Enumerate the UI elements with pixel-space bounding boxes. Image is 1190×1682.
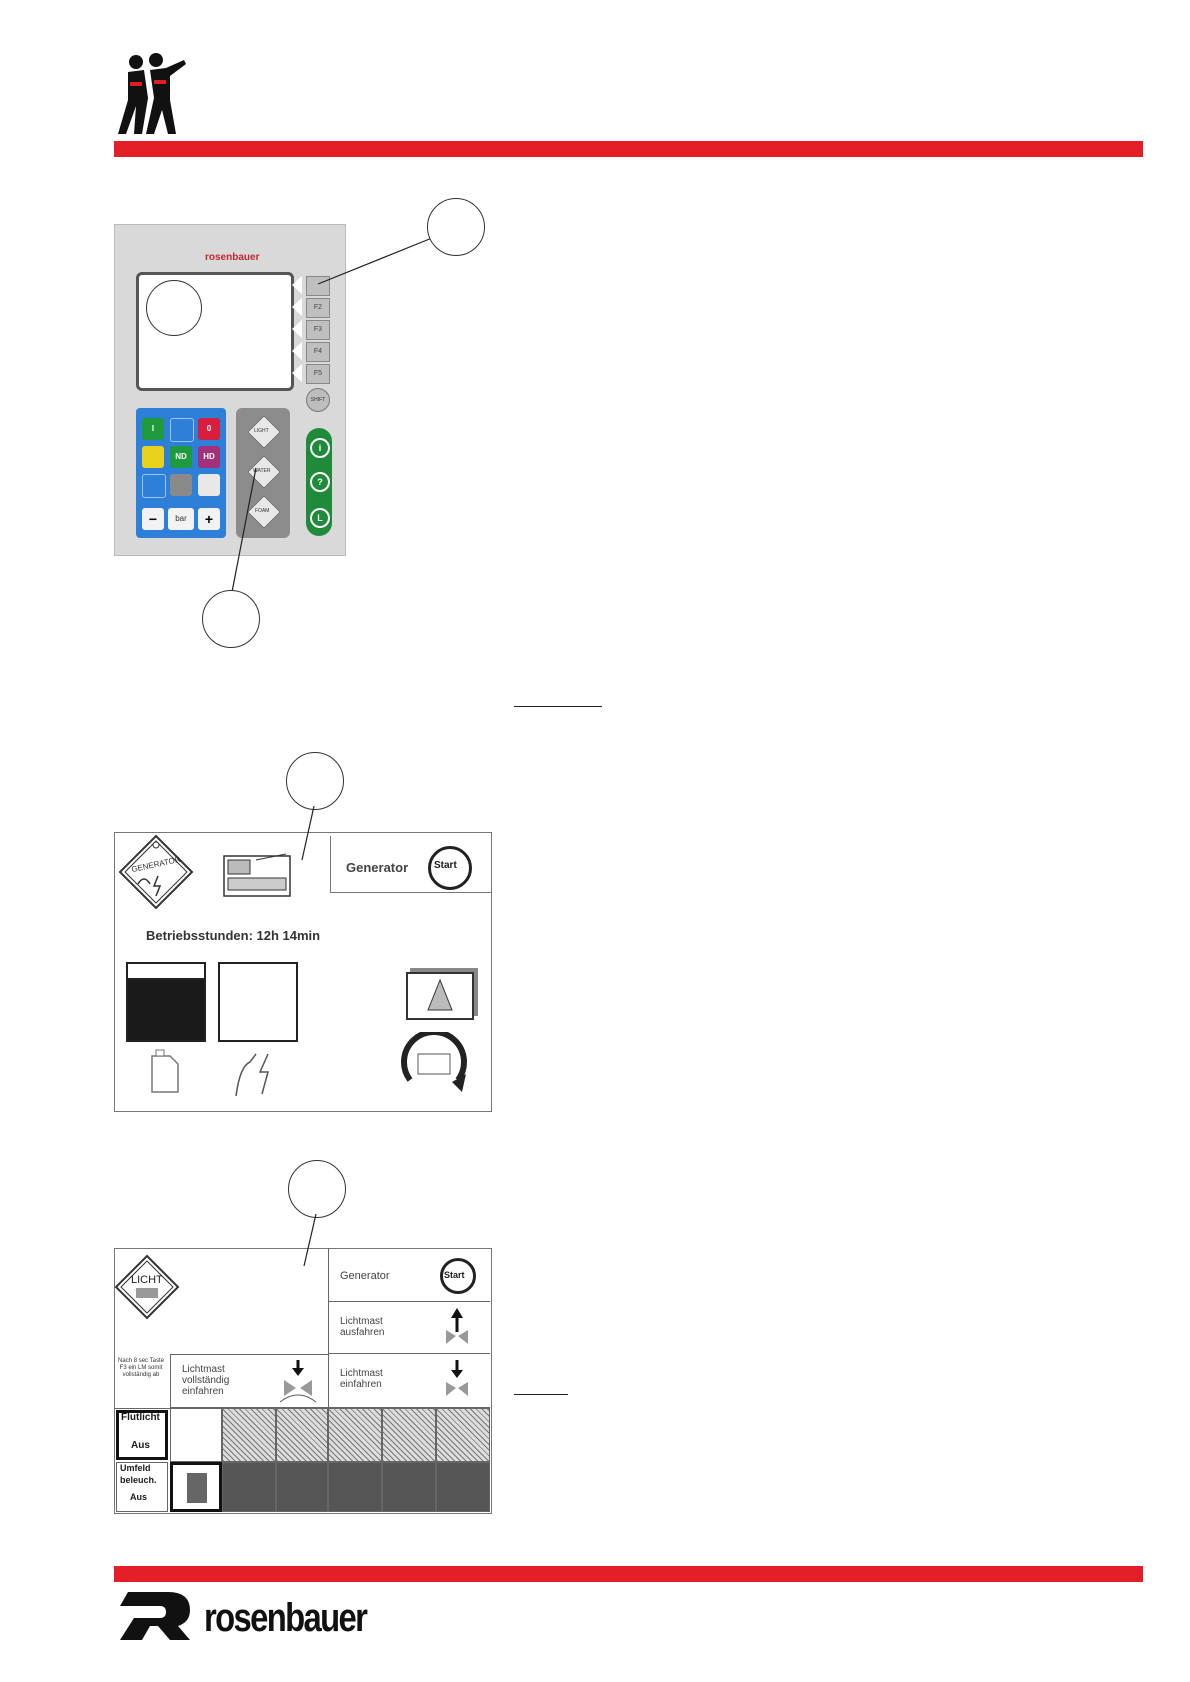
softkey-f5[interactable]: F5: [306, 364, 330, 384]
floodlight-label: Flutlicht: [121, 1412, 160, 1423]
ambient-option-4[interactable]: [328, 1462, 382, 1512]
mast-full-retract-button[interactable]: [170, 1354, 328, 1408]
floodlight-option-2[interactable]: [222, 1408, 276, 1462]
light-test-key[interactable]: L: [310, 508, 330, 528]
footer-red-bar: [114, 1566, 1143, 1582]
key-hand[interactable]: [170, 418, 194, 442]
separator-line-2: [514, 1394, 568, 1395]
softkey-f2[interactable]: F2: [306, 298, 330, 318]
callout-circle-keypad: [202, 590, 260, 648]
softkey-arrow-4: [292, 342, 302, 360]
start-icon[interactable]: [428, 846, 472, 890]
generator-row-label: Generator: [340, 1270, 390, 1282]
floodlight-off-button[interactable]: [116, 1410, 168, 1460]
mast-full-retract-icon: [276, 1358, 320, 1404]
floodlight-option-5[interactable]: [382, 1408, 436, 1462]
callout-circle-softkey: [427, 198, 485, 256]
ambient-light-state: Aus: [130, 1492, 148, 1502]
ambient-option-5[interactable]: [382, 1462, 436, 1512]
ambient-light-off-button[interactable]: [116, 1462, 168, 1512]
softkey-arrow-2: [292, 298, 302, 316]
generator-badge-icon: [118, 834, 194, 910]
key-blue[interactable]: [142, 474, 166, 498]
ambient-option-2[interactable]: [222, 1462, 276, 1512]
start-label: Start: [434, 860, 457, 871]
fuel-level-gauge: [126, 962, 206, 1042]
mast-up-arrow-icon: [440, 1306, 474, 1350]
mast-down-arrow-icon: [440, 1358, 474, 1402]
floodlight-option-6[interactable]: [436, 1408, 490, 1462]
operating-hours: Betriebsstunden: 12h 14min: [146, 928, 321, 943]
generator-row-action: Start: [444, 1270, 465, 1280]
floodlight-option-4[interactable]: [328, 1408, 382, 1462]
power-plug-icon: [232, 1048, 284, 1098]
generator-row[interactable]: [328, 1248, 490, 1302]
callout-circle-display: [146, 280, 202, 336]
water-key-label: WATER: [253, 468, 271, 474]
foam-key-label: FOAM: [255, 508, 270, 514]
ambient-option-1-lamp: [187, 1473, 207, 1503]
light-badge-label: LICHT: [131, 1274, 163, 1286]
floodlight-option-3[interactable]: [276, 1408, 328, 1462]
key-yellow[interactable]: [142, 446, 164, 468]
callout-circle-light-screen: [288, 1160, 346, 1218]
separator-line: [514, 706, 602, 707]
key-on[interactable]: I: [142, 418, 164, 440]
ambient-option-1[interactable]: [170, 1462, 222, 1512]
key-grey[interactable]: [170, 474, 192, 496]
generator-machine-icon: [222, 848, 292, 900]
key-mode[interactable]: [198, 474, 220, 496]
footer-brand: rosenbauer: [204, 1596, 368, 1640]
key-hd[interactable]: HD: [198, 446, 220, 468]
firefighters-icon: [114, 50, 194, 134]
header-red-bar: [114, 141, 1143, 157]
lightmast-toggle-icon[interactable]: [406, 972, 474, 1020]
help-key[interactable]: ?: [310, 472, 330, 492]
power-level-gauge: [218, 962, 298, 1042]
generator-start-icon[interactable]: [440, 1258, 476, 1294]
fuel-gauge-empty-portion: [128, 964, 204, 980]
info-keypad: i ? L: [306, 428, 332, 536]
mast-retract-row[interactable]: [328, 1354, 490, 1408]
generator-label: Generator: [346, 860, 409, 875]
floodlight-option-1[interactable]: [170, 1408, 222, 1462]
softkey-arrow-5: [292, 364, 302, 382]
floodlight-state: Aus: [131, 1440, 150, 1451]
softkey-arrow-3: [292, 320, 302, 338]
refresh-icon[interactable]: [396, 1029, 472, 1102]
mast-extend-row[interactable]: [328, 1302, 490, 1354]
mast-extend-label: Lichtmast ausfahren: [340, 1316, 385, 1338]
light-badge-icon: [114, 1254, 180, 1320]
ambient-option-6[interactable]: [436, 1462, 490, 1512]
bar-label: bar: [168, 508, 194, 530]
callout-circle-generator-screen: [286, 752, 344, 810]
softkey-arrow-1: [292, 276, 302, 294]
key-nd[interactable]: ND: [170, 446, 192, 468]
plus-key[interactable]: +: [198, 508, 220, 530]
panel-brand: rosenbauer: [205, 252, 260, 263]
rosenbauer-r-logo: [114, 1590, 192, 1642]
callout-line-fig2: [301, 806, 315, 861]
ambient-option-3[interactable]: [276, 1462, 328, 1512]
key-off[interactable]: 0: [198, 418, 220, 440]
ambient-light-label: Umfeld beleuch.: [120, 1463, 157, 1485]
light-key-label: LIGHT: [254, 428, 269, 434]
callout-line-fig3: [303, 1214, 317, 1267]
fuel-canister-icon: [146, 1048, 182, 1094]
info-key[interactable]: i: [310, 438, 330, 458]
minus-key[interactable]: −: [142, 508, 164, 530]
shift-key[interactable]: SHIFT: [306, 388, 330, 412]
mast-retract-label: Lichtmast einfahren: [340, 1368, 383, 1390]
mast-note: Nach 8 sec Taste F3 ein LM somit vollstä…: [118, 1358, 164, 1378]
softkey-f4[interactable]: F4: [306, 342, 330, 362]
mast-full-retract-label: Lichtmast vollständig einfahren: [182, 1364, 230, 1397]
callout-lines-fig1: [231, 237, 433, 593]
softkey-f3[interactable]: F3: [306, 320, 330, 340]
